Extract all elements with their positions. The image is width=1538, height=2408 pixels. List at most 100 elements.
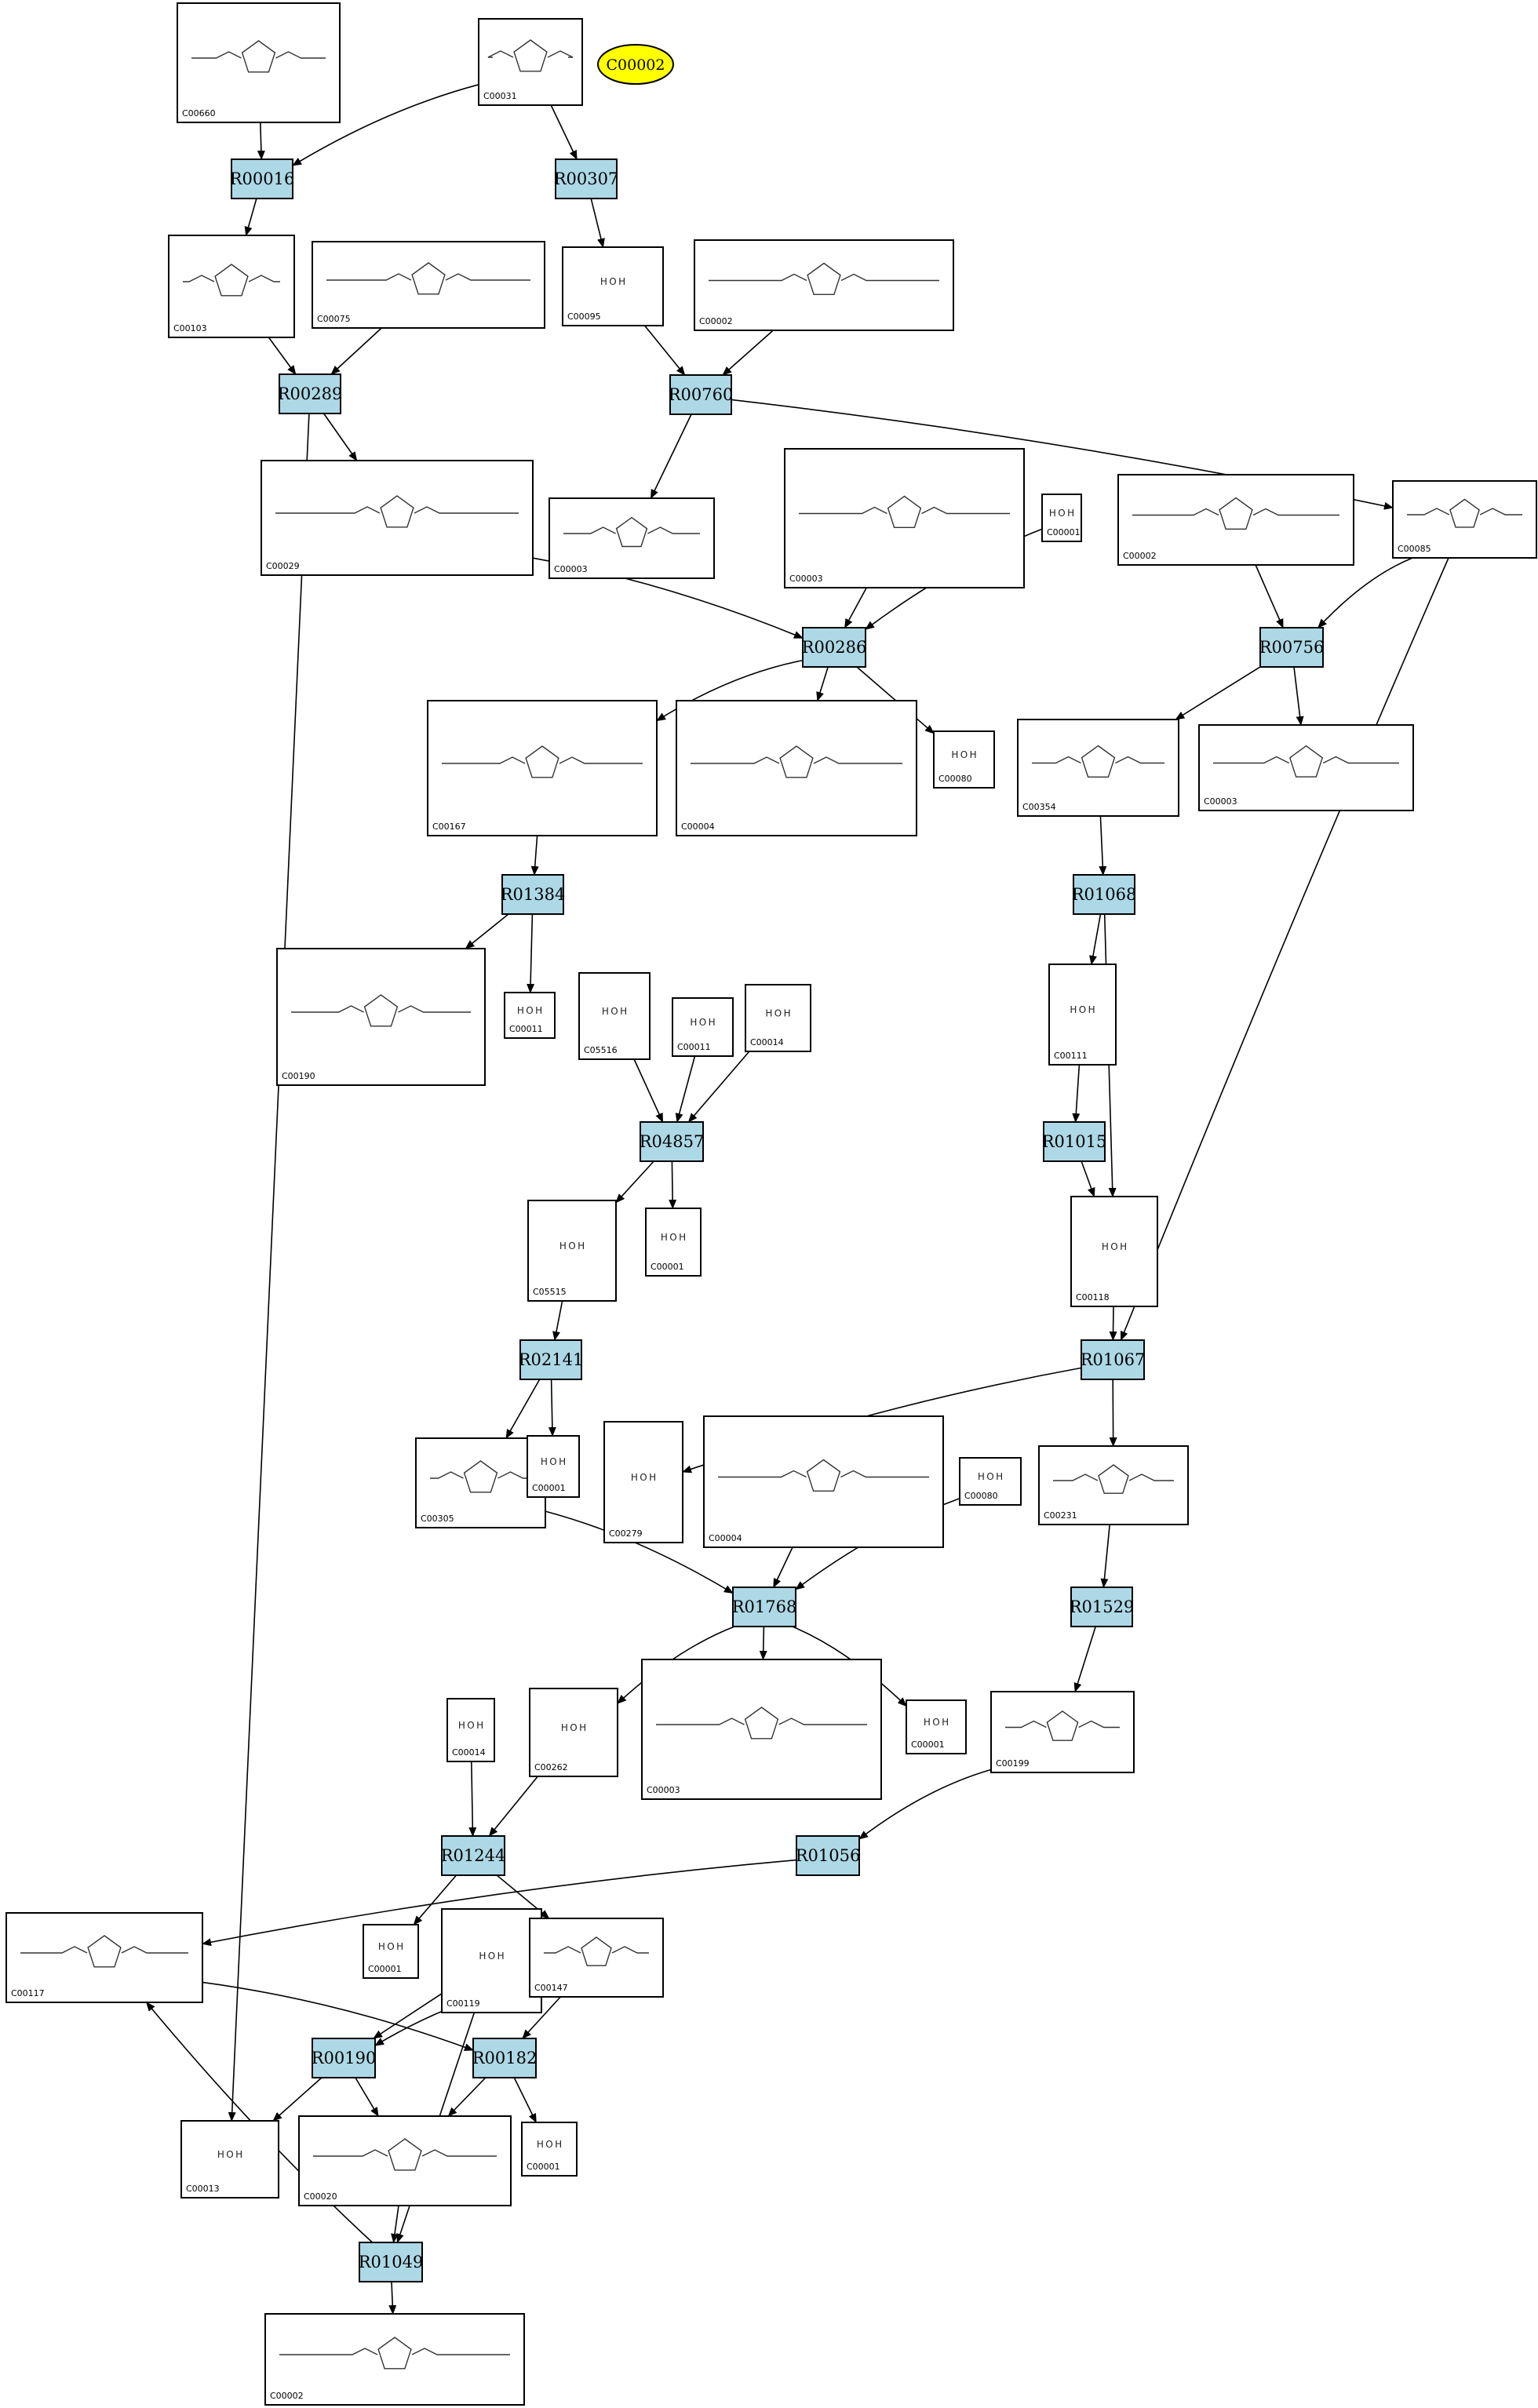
structure-glyph [20,1946,88,1954]
compound-node[interactable]: C00147 [529,1918,664,1998]
compound-node[interactable]: C00103 [168,235,295,338]
compound-node[interactable]: C00231 [1038,1445,1189,1525]
reaction-node[interactable]: R00756 [1259,627,1325,668]
reaction-id: R01068 [1072,885,1137,904]
edge-arrow [1318,557,1413,628]
structure-glyph: H O H [978,1471,1003,1482]
structure-glyph [647,526,700,534]
reaction-node[interactable]: R00016 [230,158,295,199]
reaction-node[interactable]: R01384 [501,874,566,915]
compound-node[interactable]: C00003 [1198,724,1414,811]
compound-node[interactable]: C00003 [784,448,1025,588]
compound-node[interactable]: C00190 [276,948,486,1086]
compound-node[interactable]: C00002 [1117,474,1354,566]
reaction-node[interactable]: R00289 [278,373,343,414]
structure-glyph [1213,756,1290,764]
structure-glyph [1115,756,1164,764]
reaction-node[interactable]: R01049 [359,2242,424,2282]
reaction-box [1043,1121,1106,1162]
structure-glyph [1046,1710,1079,1741]
structure-glyph [248,275,280,282]
reaction-node[interactable]: R01529 [1070,1587,1135,1627]
compound-node[interactable]: C00004 [676,700,917,836]
compound-node[interactable]: C00029 [261,460,534,576]
edge-arrow [858,1769,992,1840]
structure-glyph: H O H [378,1941,403,1952]
edge-arrow [1099,815,1107,876]
structure-glyph [326,273,412,281]
edge-arrow [1073,1626,1096,1692]
compound-node[interactable]: C00020 [298,2115,512,2206]
compound-node[interactable]: C00003 [641,1659,882,1800]
structure-glyph [615,516,648,548]
compound-node[interactable]: C00354 [1017,719,1179,817]
reaction-node[interactable]: R00760 [669,374,734,415]
compound-box [1038,1445,1189,1525]
edge-arrow [228,413,310,2122]
compound-node[interactable]: C00085 [1392,480,1537,559]
edge-arrow [552,1300,563,1341]
reaction-box [640,1121,704,1162]
reaction-box [732,1587,796,1627]
reaction-node[interactable]: R01768 [732,1587,797,1627]
compound-node[interactable]: C00003 [549,497,715,579]
highlight-node[interactable]: C00002 [597,44,674,85]
reaction-node[interactable]: R01068 [1072,874,1137,915]
compound-box [1392,480,1537,559]
reaction-node[interactable]: R00286 [802,627,867,668]
reaction-node[interactable]: R01244 [441,1835,506,1876]
compound-node[interactable]: C00002 [694,239,954,331]
reaction-node[interactable]: R01067 [1081,1339,1146,1380]
reaction-node[interactable]: R04857 [640,1121,705,1162]
reaction-node[interactable]: R00190 [312,2038,377,2078]
reaction-id: R00190 [312,2049,377,2067]
reaction-node[interactable]: R00307 [554,158,619,199]
reaction-node[interactable]: R00182 [472,2038,538,2078]
compound-box [1117,474,1354,566]
structure-glyph [414,506,519,514]
compound-node[interactable]: C00167 [427,700,658,836]
reaction-node[interactable]: R01056 [796,1835,861,1876]
compound-id: C00103 [173,323,207,333]
structure-glyph [313,2149,388,2157]
structure-glyph [430,1471,464,1479]
compound-node[interactable]: C00002 [264,2313,525,2406]
edge-arrow [202,1981,474,2051]
reaction-node[interactable]: R02141 [519,1339,584,1380]
reaction-node[interactable]: R01015 [1042,1121,1107,1162]
compound-node[interactable]: C00004 [703,1415,944,1548]
compound-node[interactable]: C00660 [177,2,341,123]
compound-node[interactable]: C00031 [478,18,583,106]
compound-node[interactable]: C00117 [5,1912,203,2003]
compound-box [549,497,715,579]
reaction-box [796,1835,860,1876]
compound-id: C00011 [509,1024,543,1034]
compound-node[interactable]: C00199 [990,1691,1135,1773]
compound-node[interactable]: C00305 [415,1437,546,1528]
structure-glyph [191,51,242,59]
compound-node[interactable]: C00075 [312,241,545,329]
structure-glyph [1053,1474,1099,1481]
reaction-id: R00182 [472,2049,538,2067]
